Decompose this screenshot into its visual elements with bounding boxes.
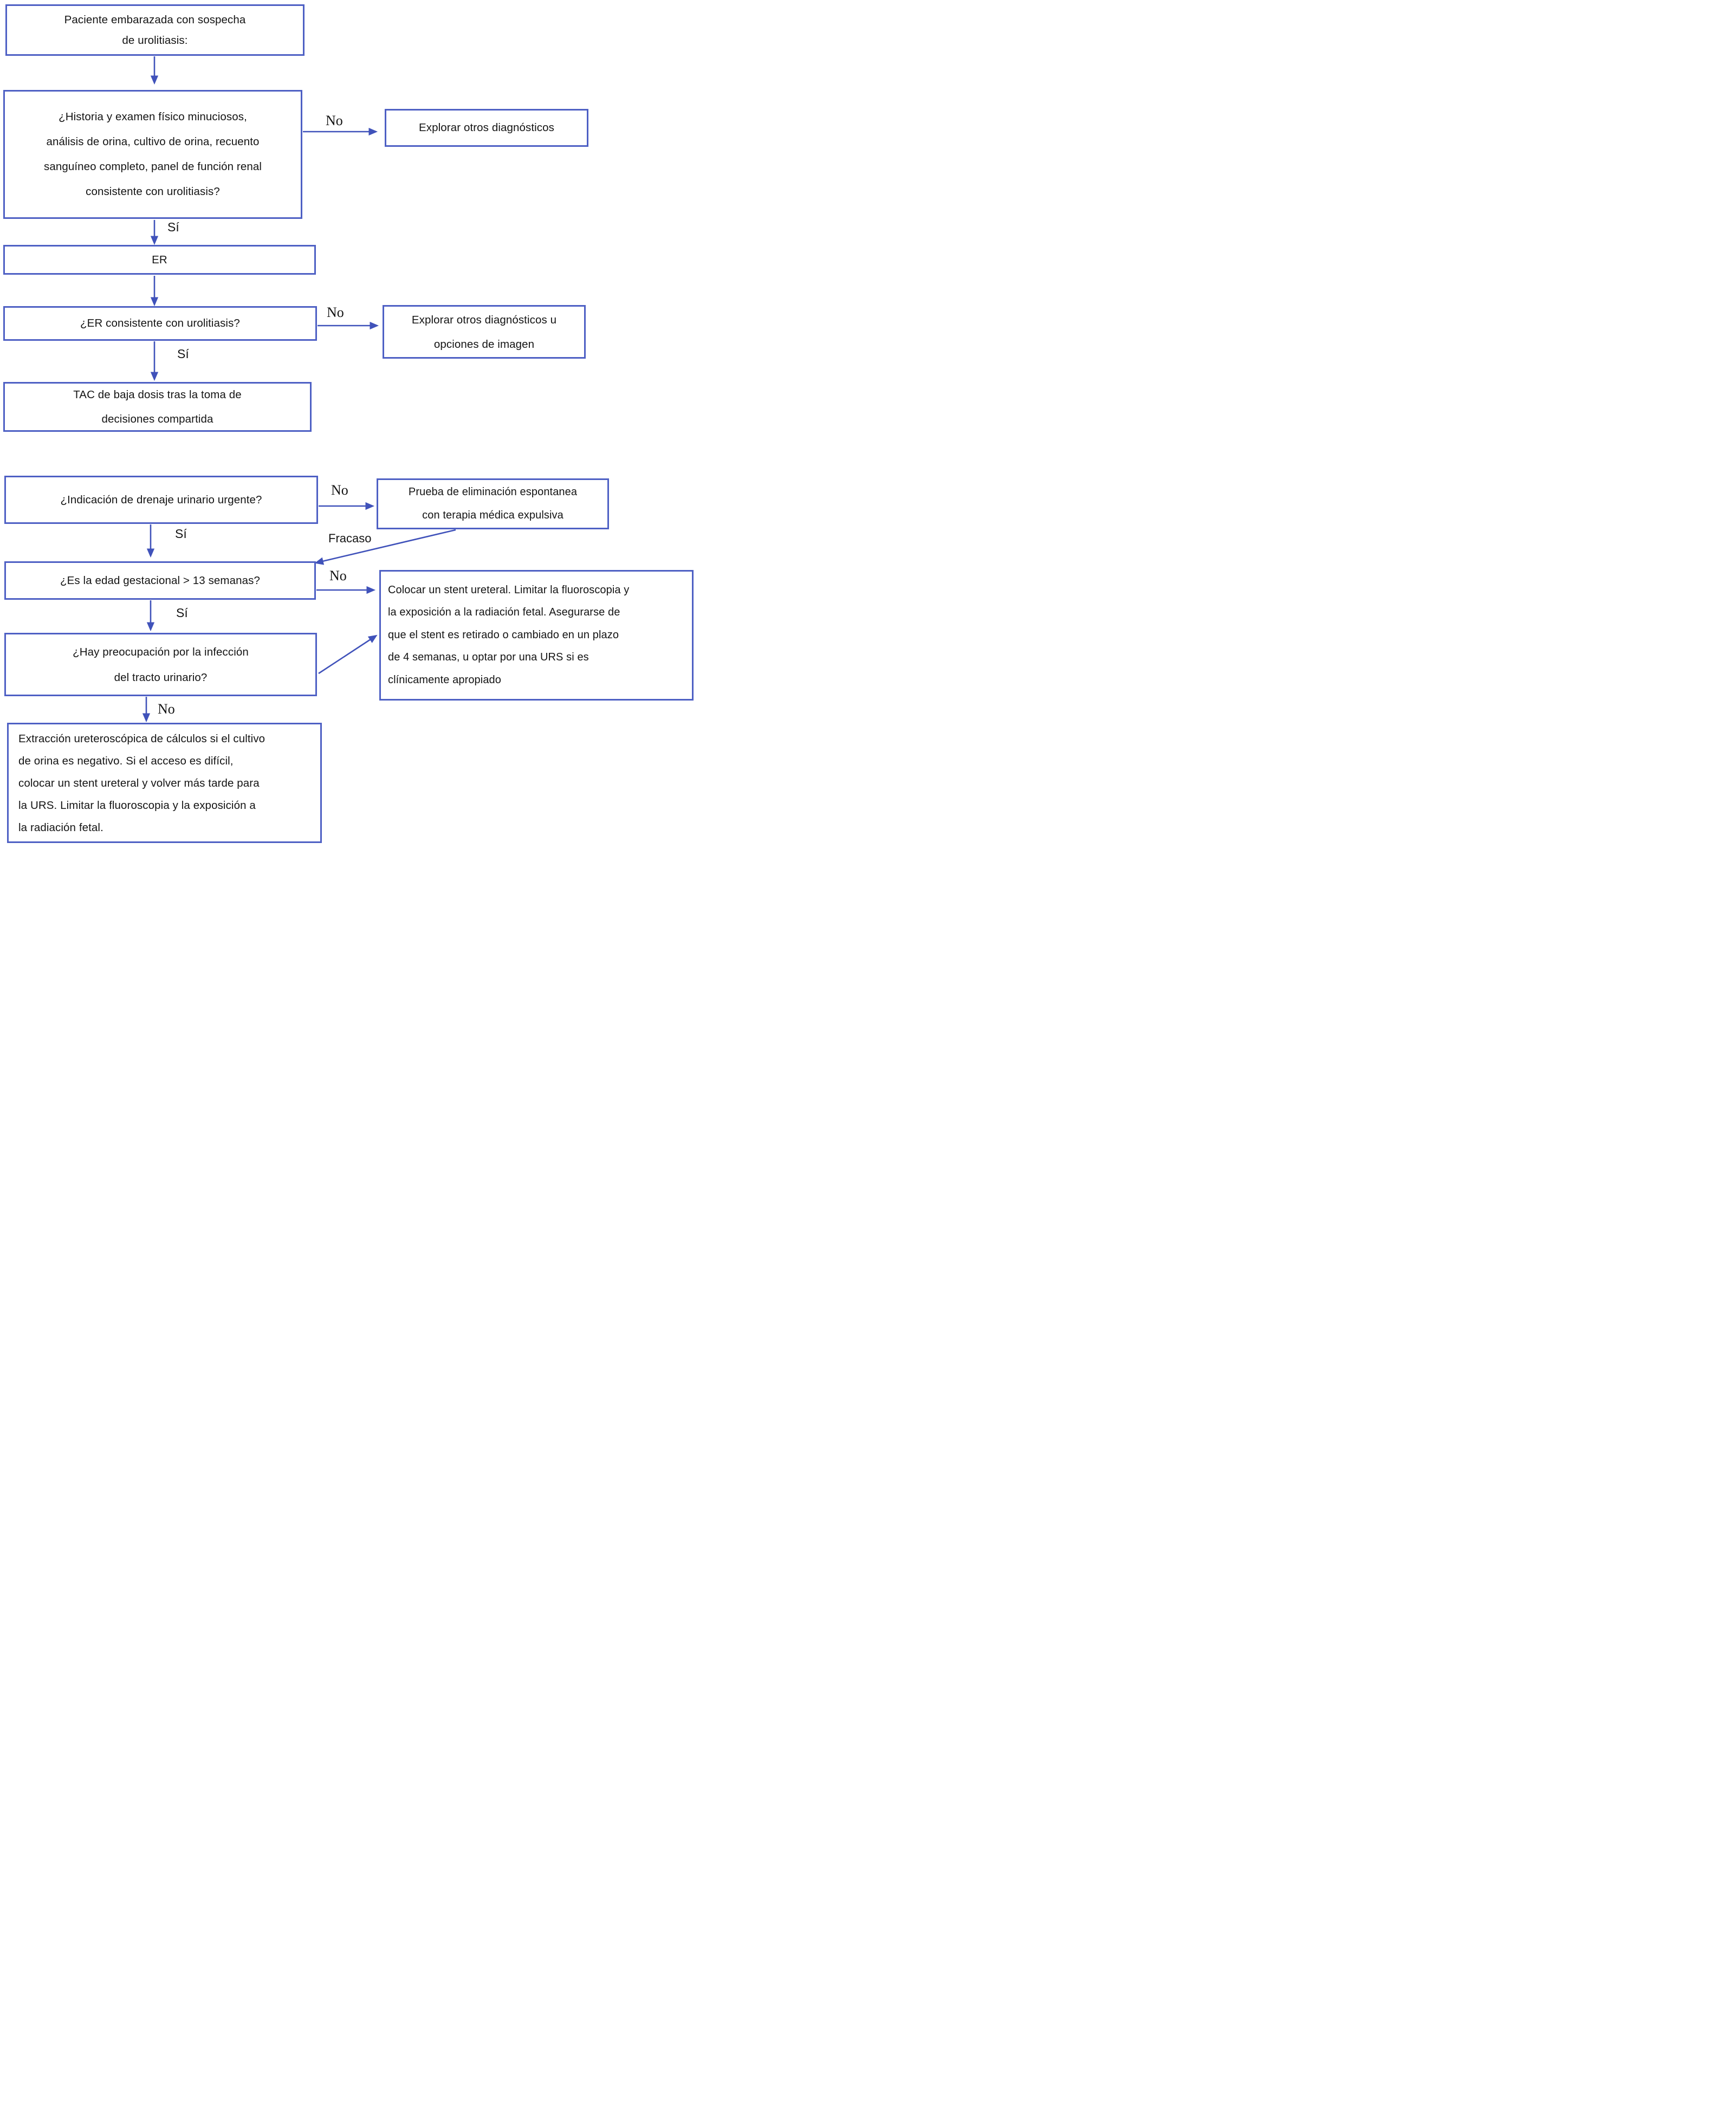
node-er: ER (3, 245, 316, 275)
node-start: Paciente embarazada con sospecha de urol… (5, 4, 305, 56)
edge-label-no-drenaje: No (331, 482, 348, 498)
node-prueba-eliminacion: Prueba de eliminación espontanea con ter… (377, 478, 609, 529)
node-infeccion-tracto-urinario: ¿Hay preocupación por la infección del t… (4, 633, 317, 696)
edge-label-fracaso: Fracaso (328, 532, 372, 545)
flowchart-urolitiasis-embarazo: Paciente embarazada con sospecha de urol… (0, 0, 695, 849)
node-extraccion-ureteroscopica: Extracción ureteroscópica de cálculos si… (7, 723, 322, 843)
edge-label-si-drenaje: Sí (175, 527, 187, 541)
arrow-infeccion-si-to-stent (318, 634, 378, 675)
node-historia-examen: ¿Historia y examen físico minuciosos, an… (3, 90, 302, 219)
edge-label-no-historia: No (326, 113, 343, 128)
node-drenaje-urgente: ¿Indicación de drenaje urinario urgente? (4, 476, 318, 524)
node-explorar-otros-diagnosticos: Explorar otros diagnósticos (385, 109, 588, 147)
node-explorar-diagnosticos-imagen: Explorar otros diagnósticos u opciones d… (383, 305, 586, 359)
edge-label-no-infeccion: No (158, 701, 175, 717)
edge-label-si-er-consistente: Sí (177, 347, 189, 361)
edge-label-no-er-consistente: No (327, 304, 344, 320)
node-colocar-stent: Colocar un stent ureteral. Limitar la fl… (379, 570, 694, 701)
node-er-consistente: ¿ER consistente con urolitiasis? (3, 306, 317, 341)
node-tac-baja-dosis: TAC de baja dosis tras la toma de decisi… (3, 382, 312, 432)
edge-label-si-historia: Sí (167, 220, 179, 234)
edge-label-no-edad: No (329, 568, 347, 584)
edge-label-si-edad: Sí (176, 606, 188, 620)
node-edad-gestacional: ¿Es la edad gestacional > 13 semanas? (4, 561, 316, 600)
